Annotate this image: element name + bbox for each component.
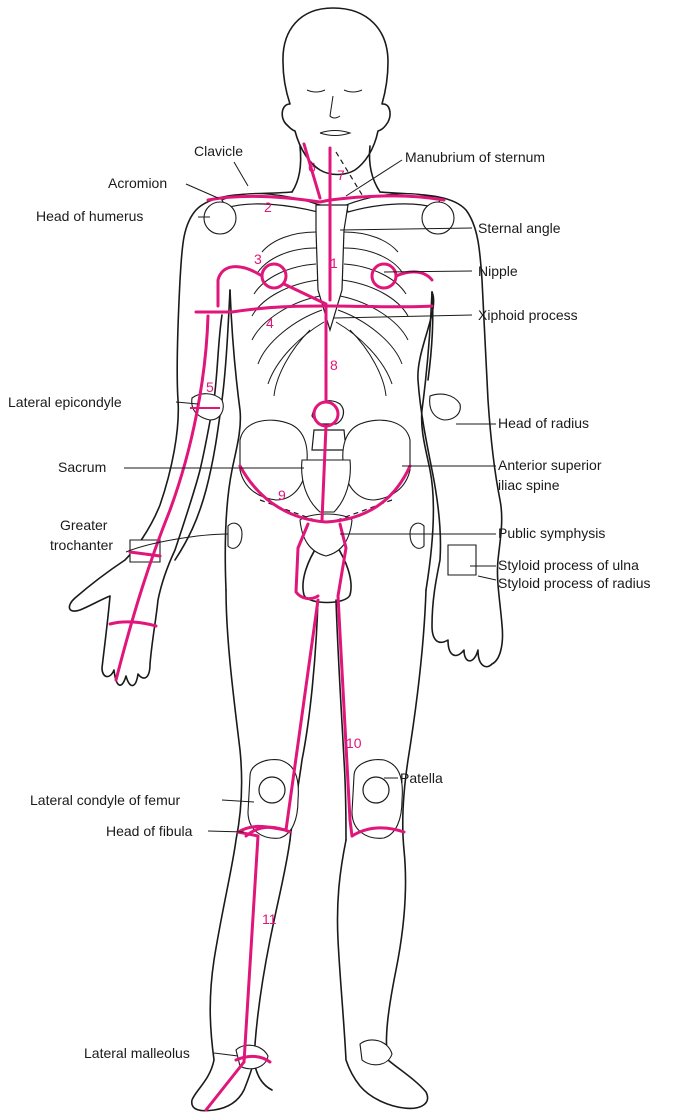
eye-right: [344, 90, 362, 92]
label-lateral-epicondyle: Lateral epicondyle: [8, 394, 122, 410]
num-9: 9: [278, 487, 286, 503]
label-greater: Greater: [60, 517, 108, 533]
label-nipple: Nipple: [478, 263, 518, 279]
sacrum-bone: [302, 460, 351, 512]
humerus-head-right: [422, 202, 454, 234]
label-head-of-humerus: Head of humerus: [36, 208, 143, 224]
trochanter-left: [228, 523, 242, 548]
line-3-right: [396, 272, 432, 280]
patella-right: [363, 777, 389, 803]
num-3: 3: [254, 251, 262, 267]
label-xiphoid-process: Xiphoid process: [478, 307, 578, 323]
label-patella: Patella: [400, 770, 443, 786]
mouth: [320, 131, 350, 136]
line-3: [218, 267, 262, 306]
label-public-symphysis: Public symphysis: [498, 525, 605, 541]
label-trochanter: trochanter: [50, 537, 113, 553]
label-acromion: Acromion: [108, 175, 167, 191]
ilium-right: [343, 420, 410, 500]
trochanter-right: [410, 523, 424, 548]
num-8: 8: [330, 357, 338, 373]
eye-left: [307, 90, 325, 92]
label-manubrium-of-sternum: Manubrium of sternum: [405, 149, 545, 165]
num-4: 4: [266, 315, 274, 331]
label-iliac-spine: iliac spine: [498, 477, 560, 493]
line-11: [206, 600, 318, 1110]
label-styloid-ulna: Styloid process of ulna: [498, 557, 639, 573]
ilium-left: [240, 420, 307, 500]
right-leg-outer: [337, 590, 427, 1108]
nipple-ring-right: [372, 264, 396, 288]
lumbar-body: [312, 430, 346, 450]
num-7: 7: [337, 167, 345, 183]
label-head-of-radius: Head of radius: [498, 415, 589, 431]
measurement-lines: [110, 144, 444, 1110]
ribs-right: [336, 232, 408, 396]
patella-left: [259, 777, 285, 803]
label-sternal-angle: Sternal angle: [478, 220, 561, 236]
num-10: 10: [346, 735, 362, 751]
label-styloid-radius: Styloid process of radius: [498, 575, 651, 591]
nose: [330, 96, 340, 118]
label-head-of-fibula: Head of fibula: [106, 823, 193, 839]
label-anterior-superior: Anterior superior: [498, 457, 602, 473]
num-1: 1: [330, 255, 338, 271]
label-clavicle: Clavicle: [194, 143, 243, 159]
ribs-left: [252, 232, 324, 396]
label-sacrum: Sacrum: [58, 459, 106, 475]
num-6: 6: [308, 159, 316, 175]
radius-head-bone: [430, 394, 461, 420]
left-leg-outer: [192, 590, 290, 1111]
label-lateral-malleolus: Lateral malleolus: [84, 1045, 190, 1061]
head-outline: [282, 8, 390, 175]
humerus-head-left: [204, 202, 236, 234]
neck-left: [292, 146, 301, 192]
num-2: 2: [264, 199, 272, 215]
label-lateral-condyle-of-femur: Lateral condyle of femur: [30, 792, 181, 808]
num-11: 11: [262, 911, 277, 927]
hand-tick: [110, 622, 156, 626]
wrist-right: [448, 545, 476, 575]
num-5: 5: [206, 379, 214, 395]
left-arm-inner: [175, 290, 230, 560]
